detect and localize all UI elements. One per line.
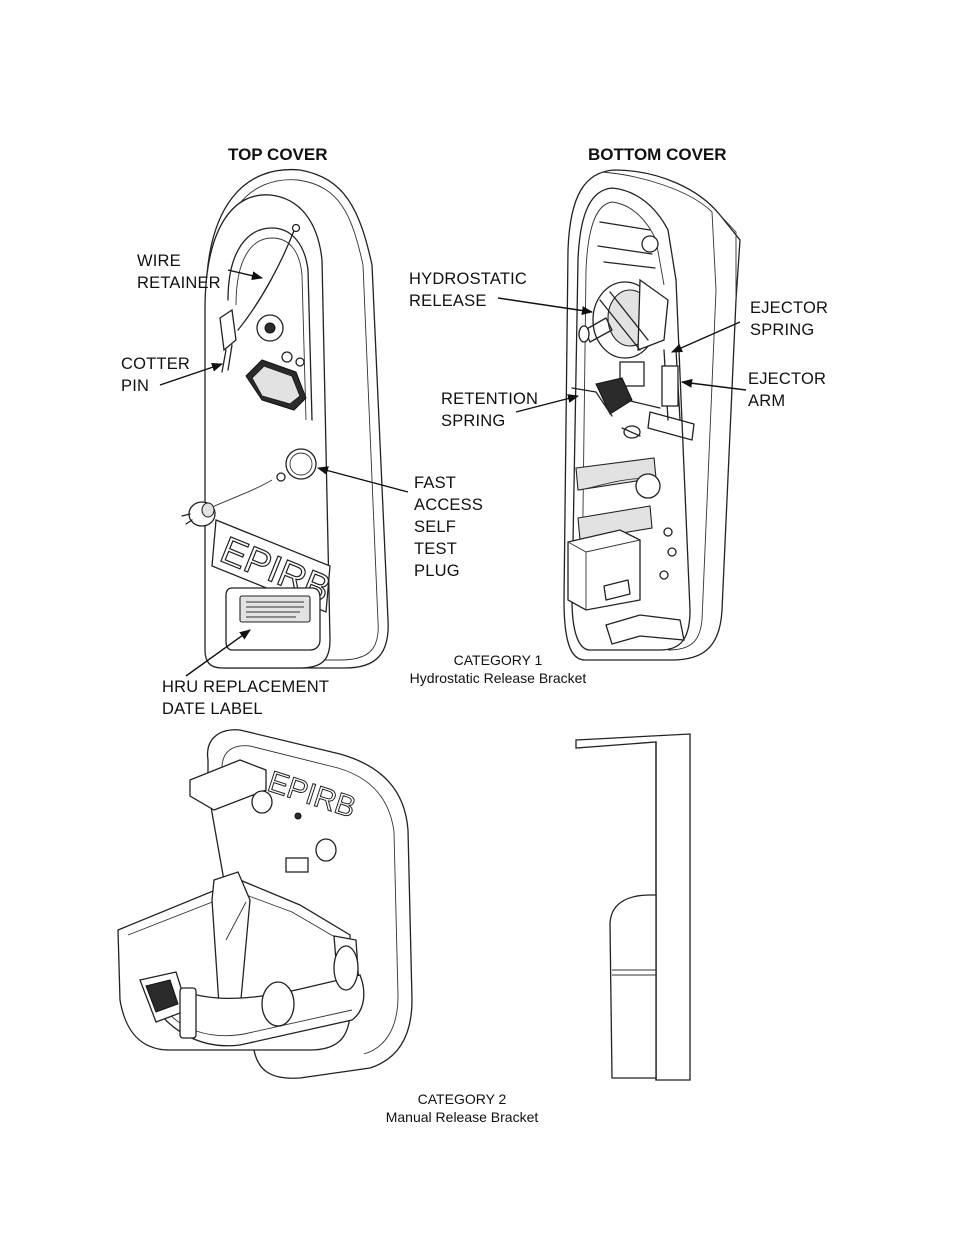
top-cover-drawing: EPIRB (181, 168, 389, 669)
bottom-cover-heading: BOTTOM COVER (588, 145, 727, 164)
label-hydrostatic-release: HYDROSTATIC RELEASE (409, 270, 528, 310)
bottom-cover-drawing (563, 169, 741, 661)
top-cover-heading: TOP COVER (228, 145, 328, 164)
caption-category-1: CATEGORY 1 Hydrostatic Release Bracket (409, 652, 587, 686)
label-ejector-arm: EJECTOR ARM (748, 370, 827, 410)
label-cotter-pin: COTTER PIN (121, 355, 191, 395)
label-fast-access-self-test-plug: FAST ACCESS SELF TEST PLUG (414, 474, 484, 580)
manual-bracket-drawing: EPIRB (117, 729, 413, 1079)
label-wire-retainer: WIRE RETAINER (137, 252, 221, 292)
caption-category-2: CATEGORY 2 Manual Release Bracket (385, 1091, 539, 1125)
leader-arrows (159, 269, 747, 677)
label-retention-spring: RETENTION SPRING (441, 390, 539, 430)
label-ejector-spring: EJECTOR SPRING (750, 299, 829, 339)
label-hru-replacement-date: HRU REPLACEMENT DATE LABEL (162, 678, 330, 718)
bracket-side-profile (575, 733, 691, 1081)
